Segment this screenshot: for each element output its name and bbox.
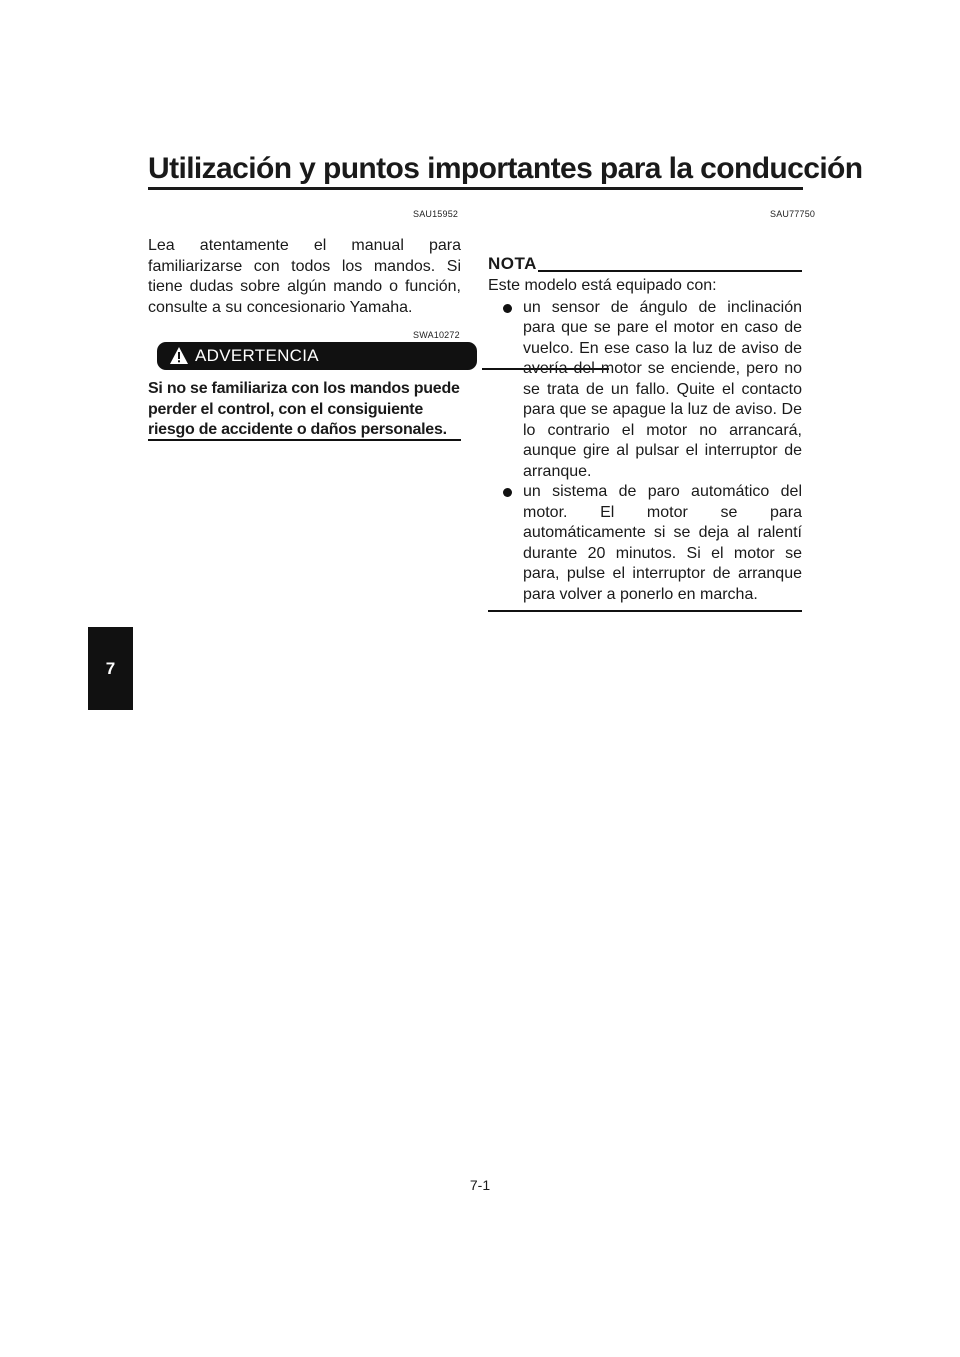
section-code-intro: SAU15952 [413,209,459,219]
nota-intro: Este modelo está equipado con: [488,277,717,294]
section-code-nota: SAU77750 [770,209,816,219]
bullet-dot-icon [503,488,512,497]
warning-bottom-rule [148,439,461,441]
section-code-warning: SWA10272 [413,330,460,340]
nota-body: Este modelo está equipado con: un sensor… [488,276,802,605]
bullet-dot-icon [503,303,512,313]
warning-header-rule [482,368,609,370]
page-number: 7-1 [469,1177,491,1193]
bullet-text: un sensor de ángulo de inclinación para … [523,298,802,480]
nota-bullet-list: un sensor de ángulo de inclinación para … [488,298,802,606]
warning-label: ADVERTENCIA [195,346,319,365]
nota-label: NOTA [488,254,537,273]
chapter-tab: 7 [88,627,133,710]
title-underline [148,187,803,190]
nota-header: NOTA [488,254,802,274]
left-column: Lea atentamente el manual para familiari… [148,236,461,318]
page-title: Utilización y puntos importantes para la… [148,152,863,185]
list-item: un sistema de paro automático del motor.… [488,482,802,605]
list-item: un sensor de ángulo de inclinación para … [488,298,802,483]
nota-bottom-rule [488,610,802,612]
bullet-text: un sistema de paro automático del motor.… [523,483,802,603]
warning-badge: ADVERTENCIA [157,342,477,370]
intro-paragraph: Lea atentamente el manual para familiari… [148,237,461,316]
warning-triangle-icon [170,347,188,364]
nota-header-rule [538,270,802,272]
warning-text: Si no se familiariza con los mandos pued… [148,380,460,438]
warning-header: ADVERTENCIA [148,342,609,370]
